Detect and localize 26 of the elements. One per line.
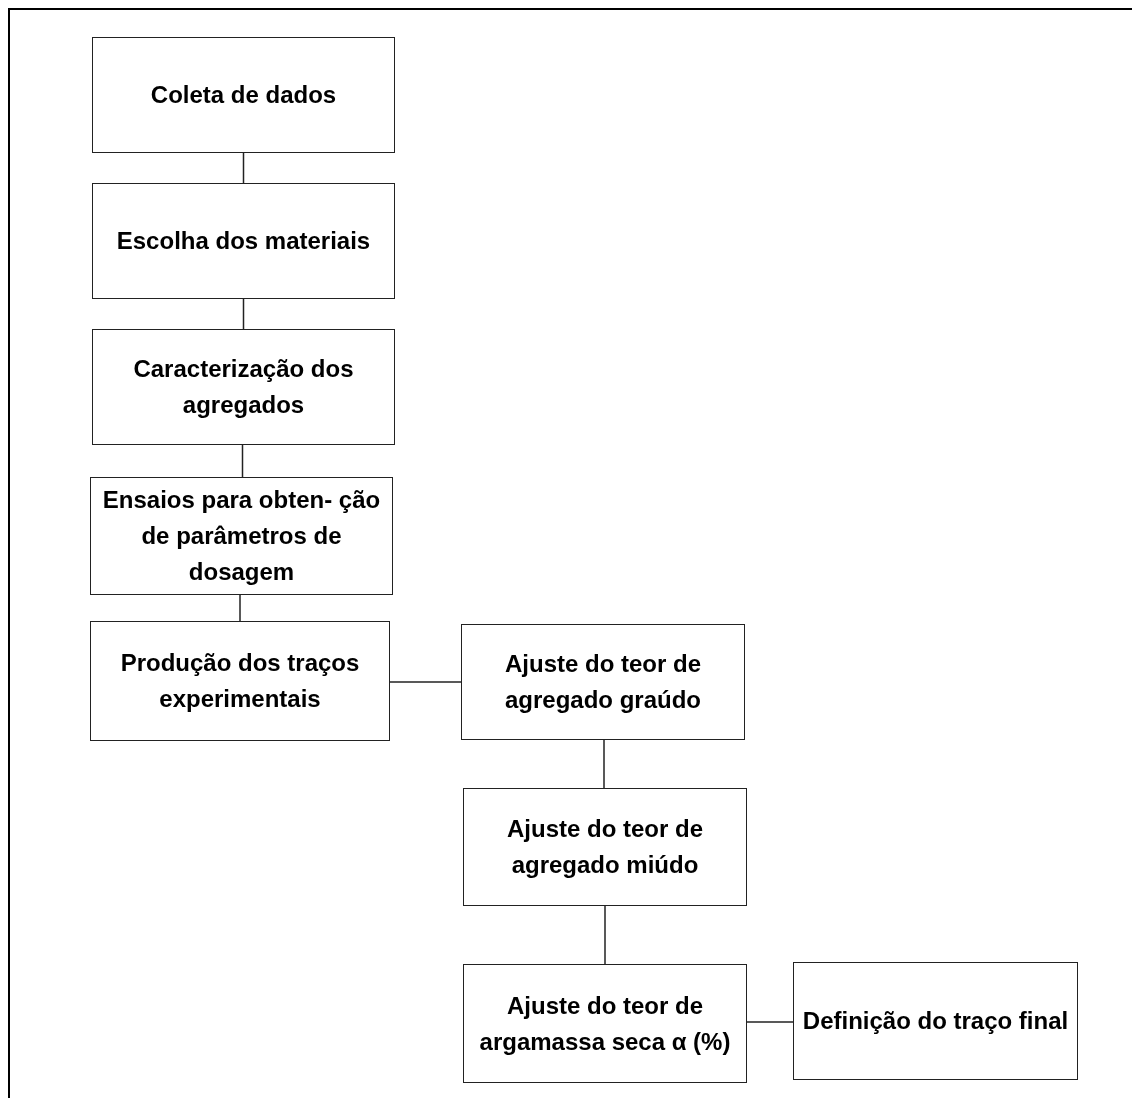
box-label: Coleta de dados (150, 80, 337, 110)
process-box (461, 624, 745, 740)
connector-line (241, 444, 244, 478)
process-box (90, 621, 390, 741)
process-box (92, 183, 395, 299)
process-box (463, 964, 747, 1083)
box-label: Ajuste do teor de argamassa seca α (%) (478, 990, 732, 1057)
connector-line (242, 298, 245, 330)
box-label: Produção dos traços experimentais (119, 648, 361, 714)
connector-line (242, 152, 245, 184)
process-box (793, 962, 1078, 1080)
box-label: Definição do traço final (802, 1006, 1069, 1036)
process-box (463, 788, 747, 906)
connector-line (239, 594, 241, 622)
box-label: Escolha dos materiais (116, 226, 371, 256)
box-label: Caracterização dos agregados (132, 354, 355, 420)
connector-line (746, 1021, 794, 1023)
process-box (90, 477, 393, 595)
connector-line (604, 905, 606, 965)
connector-line (603, 739, 605, 789)
process-box (92, 329, 395, 445)
connector-line (389, 681, 462, 683)
box-label: Ajuste do teor de agregado graúdo (504, 649, 702, 715)
process-box (92, 37, 395, 153)
box-label: Ajuste do teor de agregado miúdo (506, 814, 704, 880)
box-label: Ensaios para obten- ção de parâmetros de dosagem (101, 485, 382, 587)
